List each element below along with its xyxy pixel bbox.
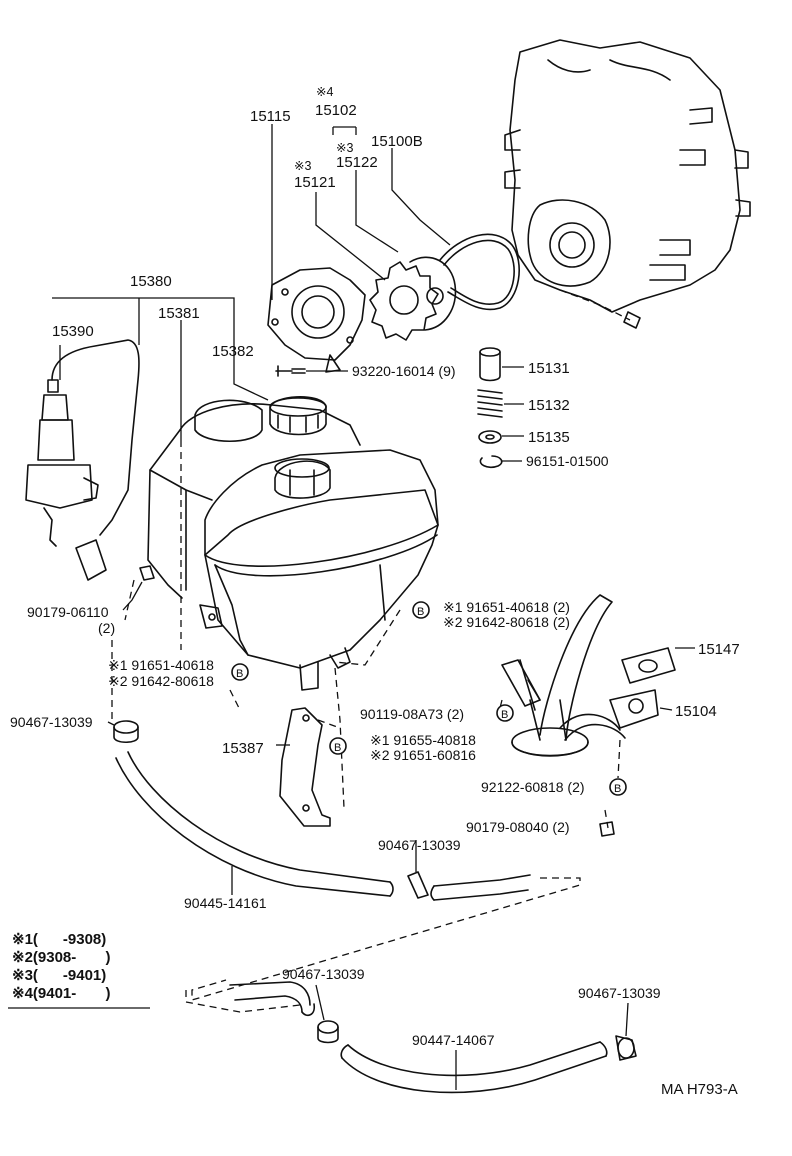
drawing-code: MA H793-A (661, 1081, 738, 1098)
label-90467-d: 90467-13039 (578, 985, 661, 1001)
oil-pump-gear-15122 (369, 261, 439, 341)
label-15381: 15381 (158, 305, 200, 322)
bracket-15387 (276, 667, 345, 827)
fuel-sensor-15390 (25, 339, 140, 581)
label-91651-40618-left: ※1 91651-40618 (108, 657, 214, 673)
label-15382: 15382 (212, 343, 254, 360)
part-labels: 15115 ※4 15102 ※3 15122 15100B ※3 15121 … (10, 85, 740, 1048)
badge-b-3: B (501, 709, 508, 721)
reservoir-tank (147, 395, 439, 691)
label-15102-mark: ※4 (316, 85, 333, 99)
top-leader-lines (271, 124, 451, 300)
label-90119: 90119-08A73 (2) (360, 706, 464, 722)
label-90467-a: 90467-13039 (10, 714, 93, 730)
badge-b-5: B (614, 783, 621, 795)
grommet-90179-06110 (122, 565, 155, 611)
label-15121-mark: ※3 (294, 159, 311, 173)
clamp-90467-c (315, 984, 339, 1044)
label-15102: 15102 (315, 102, 357, 119)
relief-valve-spring-15132 (477, 389, 524, 418)
label-93220: 93220-16014 (9) (352, 363, 456, 379)
hose-connector-center (407, 852, 531, 901)
label-15104: 15104 (675, 703, 717, 720)
label-90467-c: 90467-13039 (282, 966, 365, 982)
label-15122-mark: ※3 (336, 141, 353, 155)
legend-row-1: ※1( -9308) (12, 931, 106, 948)
label-91655-40818: ※1 91655-40818 (370, 732, 476, 748)
engine-block (504, 39, 751, 329)
legend-row-4: ※4(9401- ) (12, 985, 110, 1002)
label-92122: 92122-60818 (2) (481, 779, 585, 795)
label-91651-40618-right: ※1 91651-40618 (2) (443, 599, 570, 615)
clamp-90467-d (615, 1002, 637, 1061)
gasket-15100b (439, 233, 520, 311)
label-15380: 15380 (130, 273, 172, 290)
label-90447: 90447-14067 (412, 1032, 495, 1048)
label-91642-80618-left: ※2 91642-80618 (108, 673, 214, 689)
lower-hose-section (185, 877, 581, 1017)
legend-row-2: ※2(9308- ) (12, 949, 110, 966)
label-91642-80618-right: ※2 91642-80618 (2) (443, 614, 570, 630)
badge-b-2: B (236, 668, 243, 680)
label-15147: 15147 (698, 641, 740, 658)
relief-valve-piston-15131 (479, 347, 524, 382)
label-90179-06110: 90179-06110 (27, 604, 109, 620)
hose-90447-14067 (340, 1041, 608, 1094)
snap-ring-96151 (479, 455, 522, 469)
small-nut-90179-08040 (599, 821, 615, 837)
hose-90445-14161 (115, 751, 394, 897)
label-15135: 15135 (528, 429, 570, 446)
legend-row-3: ※3( -9401) (12, 967, 106, 984)
label-90179-08040: 90179-08040 (2) (466, 819, 570, 835)
tank-leaders (52, 297, 401, 720)
label-15390: 15390 (52, 323, 94, 340)
badge-b-4: B (334, 742, 341, 754)
oil-pump-rotor-15121 (409, 256, 457, 331)
screw-93220 (275, 365, 348, 377)
label-15387: 15387 (222, 740, 264, 757)
label-90467-b: 90467-13039 (378, 837, 461, 853)
label-15100b: 15100B (371, 133, 423, 150)
label-15121: 15121 (294, 174, 336, 191)
badge-b-1: B (417, 606, 424, 618)
label-90445: 90445-14161 (184, 895, 267, 911)
badge-b-group: B B B B B (231, 601, 627, 796)
label-15122: 15122 (336, 154, 378, 171)
washer-15135 (478, 430, 524, 444)
label-15131: 15131 (528, 360, 570, 377)
oil-strainer-15104 (501, 594, 659, 757)
gasket-15147 (621, 647, 695, 684)
clamp-90467-a (107, 720, 139, 744)
label-15132: 15132 (528, 397, 570, 414)
date-legend: ※1( -9308) ※2(9308- ) ※3( -9401) ※4(9401… (8, 931, 150, 1009)
label-90179-06110-qty: (2) (98, 620, 115, 636)
oil-pump-body-15115 (267, 267, 366, 373)
cap-15382 (269, 395, 327, 436)
label-91651-60816: ※2 91651-60816 (370, 747, 476, 763)
label-15115: 15115 (250, 108, 291, 125)
label-96151: 96151-01500 (526, 453, 609, 469)
